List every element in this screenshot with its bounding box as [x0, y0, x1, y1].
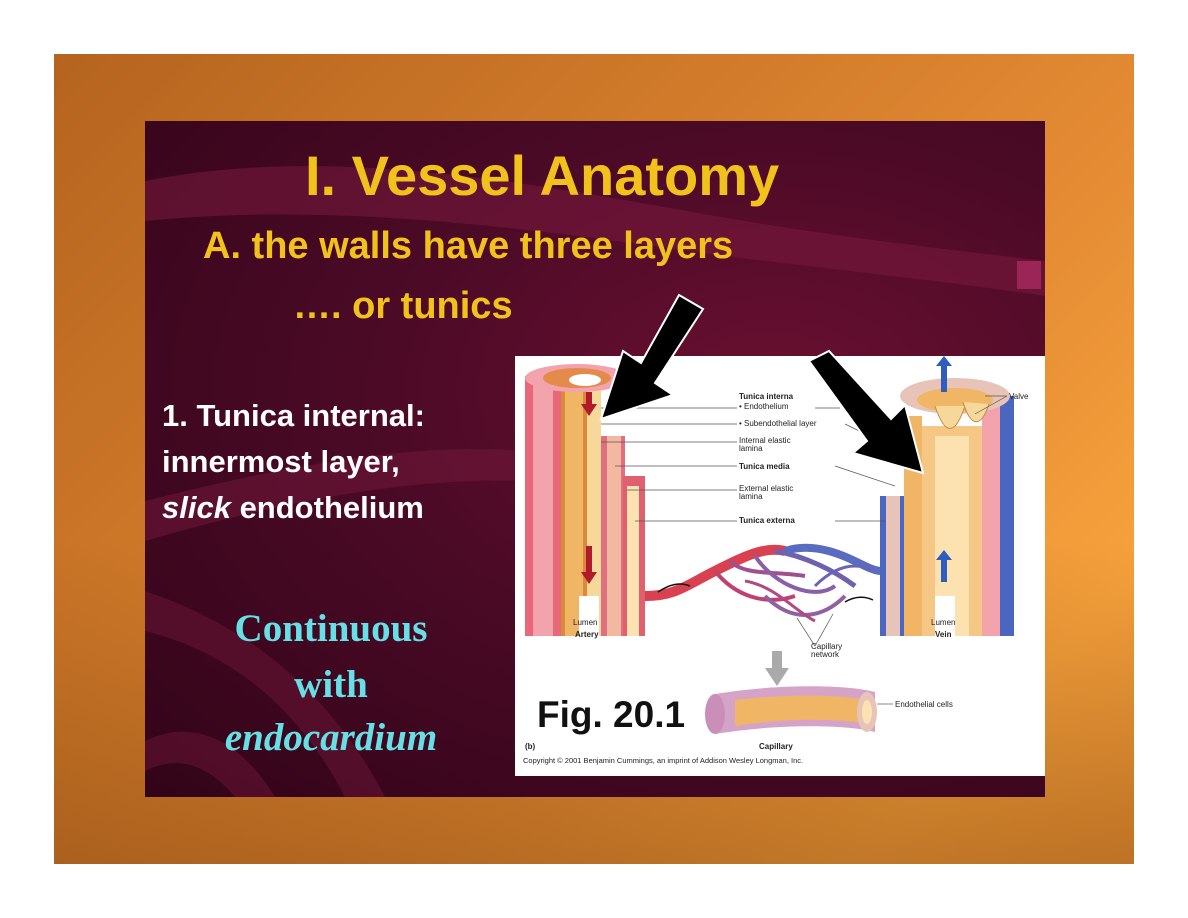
label-capillary-network-2: network [811, 650, 839, 659]
label-internal-elastic-2: lamina [739, 444, 763, 453]
capillary-illustration [705, 686, 877, 734]
label-copyright: Copyright © 2001 Benjamin Cummings, an i… [523, 756, 803, 765]
label-tunica-externa: Tunica externa [739, 516, 795, 525]
label-external-elastic-2: lamina [739, 492, 763, 501]
label-endothelial-cells: Endothelial cells [895, 700, 953, 709]
point-line-3: slick endothelium [162, 485, 425, 531]
label-vein: Vein [935, 630, 951, 639]
label-lumen-artery: Lumen [573, 618, 597, 627]
label-capillary: Capillary [759, 742, 793, 751]
label-endothelium: • Endothelium [739, 402, 789, 411]
label-tunica-media: Tunica media [739, 462, 790, 471]
continuous-line-2: with [181, 659, 481, 711]
continuous-line-1: Continuous [181, 603, 481, 655]
label-valve: Valve [1009, 392, 1028, 401]
subtitle-line-2: …. or tunics [293, 285, 513, 328]
black-arrow-right [805, 349, 935, 489]
label-panel-b: (b) [525, 742, 535, 751]
label-lumen-vein: Lumen [931, 618, 955, 627]
label-artery: Artery [575, 630, 599, 639]
slide: I. Vessel Anatomy A. the walls have thre… [145, 121, 1045, 797]
black-arrow-left [593, 291, 713, 431]
point-line-1: 1. Tunica internal: [162, 393, 425, 439]
continuous-line-3: endocardium [181, 712, 481, 764]
slide-title: I. Vessel Anatomy [305, 143, 779, 208]
label-tunica-interna: Tunica interna [739, 392, 793, 401]
subtitle-line-1: A. the walls have three layers [203, 225, 733, 268]
point-line-2: innermost layer, [162, 439, 425, 485]
point-line-3-rest: endothelium [231, 490, 424, 525]
figure-number: Fig. 20.1 [537, 694, 685, 736]
tunica-internal-point: 1. Tunica internal: innermost layer, sli… [162, 393, 425, 531]
point-line-3-italic: slick [162, 490, 231, 525]
